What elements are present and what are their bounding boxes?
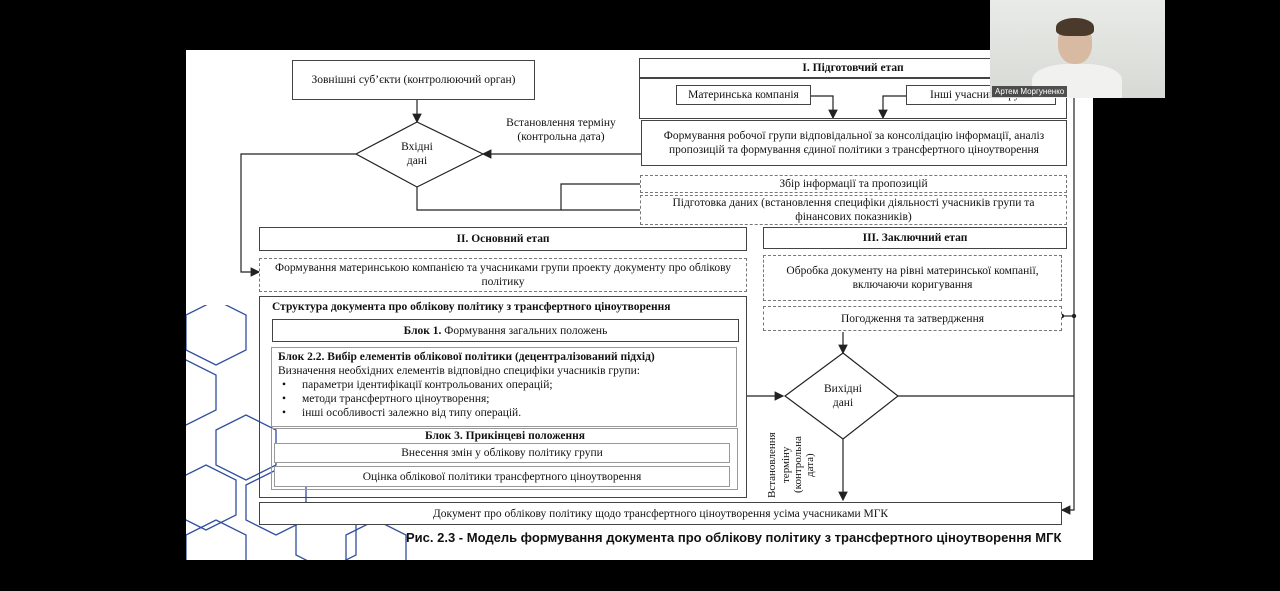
prepare-data-box: Підготовка даних (встановлення специфіки… <box>640 195 1067 225</box>
final-document-box: Документ про облікову політику щодо тран… <box>259 502 1062 525</box>
stage1-title-text: І. Підготовчий етап <box>802 62 904 74</box>
flow-connectors <box>240 70 1077 515</box>
block3-eval-box: Оцінка облікової політики трансфертного … <box>274 466 730 487</box>
block22-title: Блок 2.2. Вибір елементів облікової полі… <box>278 351 655 363</box>
presentation-slide: Зовнішні суб’єкти (контролюючий орган) В… <box>186 50 1093 560</box>
draft-document-box: Формування материнською компанією та уча… <box>259 258 747 292</box>
block1-strong: Блок 1. <box>403 324 442 337</box>
collect-info-label: Збір інформації та пропозицій <box>779 178 928 190</box>
processing-box: Обробка документу на рівні материнської … <box>763 255 1062 301</box>
prepare-data-label: Підготовка даних (встановлення специфіки… <box>672 197 1035 223</box>
collect-info-box: Збір інформації та пропозицій <box>640 175 1067 193</box>
input-data-label: Вхідні дані <box>401 141 433 167</box>
stage1-title: І. Підготовчий етап <box>639 58 1067 78</box>
draft-document-label: Формування материнською компанією та уча… <box>275 262 731 288</box>
structure-title: Структура документа про облікову політик… <box>272 301 671 313</box>
block3-frame <box>271 428 738 490</box>
external-subjects-label: Зовнішні суб’єкти (контролюючий орган) <box>311 74 516 86</box>
final-document-label: Документ про облікову політику щодо тран… <box>432 507 889 520</box>
participant-video-tile[interactable]: Артем Моргуненко <box>990 0 1165 98</box>
processing-label: Обробка документу на рівні материнської … <box>786 265 1039 291</box>
block1-text: Формування загальних положень <box>444 324 608 337</box>
parent-company-label: Материнська компанія <box>688 89 799 101</box>
structure-frame <box>259 296 747 498</box>
approval-box: Погодження та затвердження <box>763 306 1062 331</box>
term-label-top: Встановлення терміну (контрольна дата) <box>506 117 616 143</box>
stage3-title-text: ІІІ. Заключний етап <box>862 232 968 244</box>
block3-changes-box: Внесення змін у облікову політику групи <box>274 443 730 463</box>
term-label-side-2: терміну <box>780 446 792 484</box>
participant-hair <box>1056 18 1094 36</box>
stage2-title: ІІ. Основний етап <box>259 227 747 251</box>
block22-list: параметри ідентифікації контрольованих о… <box>278 378 730 420</box>
stage3-title: ІІІ. Заключний етап <box>763 227 1067 249</box>
parent-company-box: Материнська компанія <box>676 85 811 105</box>
stage1-frame <box>639 78 1067 119</box>
block3-eval-label: Оцінка облікової політики трансфертного … <box>362 470 642 483</box>
approval-label: Погодження та затвердження <box>840 312 985 325</box>
block1-box: Блок 1. Формування загальних положень <box>272 319 739 342</box>
workgroup-box: Формування робочої групи відповідальної … <box>641 120 1067 166</box>
workgroup-label: Формування робочої групи відповідальної … <box>663 130 1045 156</box>
block3-changes-label: Внесення змін у облікову політику групи <box>401 447 603 459</box>
block22-item: інші особливості залежно від типу операц… <box>282 406 730 420</box>
block22-item: параметри ідентифікації контрольованих о… <box>282 378 730 392</box>
external-subjects-box: Зовнішні суб’єкти (контролюючий орган) <box>292 60 535 100</box>
term-label-side-1: Встановлення <box>766 432 778 498</box>
block22-box: Блок 2.2. Вибір елементів облікової полі… <box>271 347 737 427</box>
block1-label: Блок 1. Формування загальних положень <box>404 324 608 338</box>
term-label-side-3: (контрольна <box>792 436 804 494</box>
block3-title: Блок 3. Прикінцеві положення <box>425 430 585 442</box>
participant-name-tag: Артем Моргуненко <box>992 86 1068 97</box>
term-label-side-4: дата) <box>804 453 816 477</box>
block22-item: методи трансфертного ціноутворення; <box>282 392 730 406</box>
figure-caption: Рис. 2.3 - Модель формування документа п… <box>406 530 1062 545</box>
block22-intro: Визначення необхідних елементів відповід… <box>278 365 640 377</box>
output-data-label: Вихідні дані <box>824 383 862 409</box>
stage2-title-text: ІІ. Основний етап <box>456 233 550 245</box>
